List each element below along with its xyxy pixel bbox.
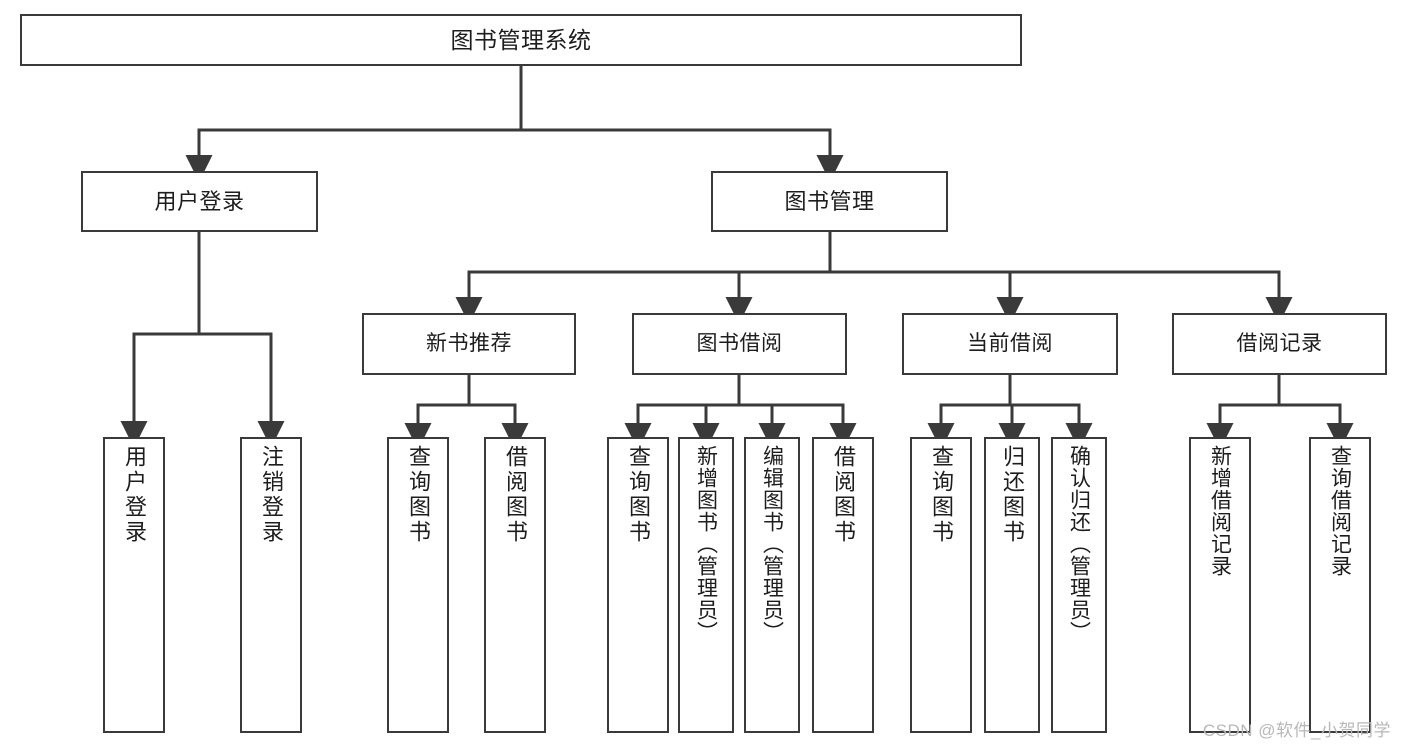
node-leaf-borrow-book-2-label: 借阅图书 — [831, 445, 856, 545]
node-book-manage-label: 图书管理 — [784, 188, 875, 214]
node-leaf-borrow-book-2[interactable]: 借阅图书 — [812, 437, 874, 733]
node-leaf-add-book-label: 新增图书（管理员） — [694, 445, 718, 643]
node-leaf-add-book[interactable]: 新增图书（管理员） — [678, 437, 734, 733]
node-leaf-query-book-3-label: 查询图书 — [929, 445, 954, 545]
node-new-book-recommend[interactable]: 新书推荐 — [362, 313, 576, 375]
node-leaf-query-book-1[interactable]: 查询图书 — [387, 437, 449, 733]
node-leaf-user-logout[interactable]: 注销登录 — [240, 437, 302, 733]
node-root[interactable]: 图书管理系统 — [20, 14, 1022, 66]
node-leaf-borrow-book-1[interactable]: 借阅图书 — [484, 437, 546, 733]
node-leaf-edit-book-label: 编辑图书（管理员） — [760, 445, 784, 643]
node-book-borrow[interactable]: 图书借阅 — [632, 313, 847, 375]
node-user-login-label: 用户登录 — [154, 188, 245, 214]
node-leaf-user-login[interactable]: 用户登录 — [103, 437, 165, 733]
node-leaf-return-book-label: 归还图书 — [1000, 445, 1025, 545]
node-new-book-recommend-label: 新书推荐 — [426, 331, 512, 355]
node-leaf-edit-book[interactable]: 编辑图书（管理员） — [744, 437, 800, 733]
node-user-login[interactable]: 用户登录 — [81, 171, 318, 232]
node-leaf-user-logout-label: 注销登录 — [259, 445, 284, 545]
node-borrow-record-label: 借阅记录 — [1236, 331, 1323, 355]
node-leaf-query-book-1-label: 查询图书 — [406, 445, 431, 545]
node-leaf-query-book-2[interactable]: 查询图书 — [607, 437, 669, 733]
csdn-watermark: CSDN @软件_小贺同学 — [1202, 721, 1391, 740]
node-leaf-borrow-book-1-label: 借阅图书 — [503, 445, 528, 545]
node-leaf-add-record[interactable]: 新增借阅记录 — [1189, 437, 1251, 733]
node-leaf-query-book-2-label: 查询图书 — [626, 445, 651, 545]
node-root-label: 图书管理系统 — [450, 26, 592, 53]
node-leaf-query-record-label: 查询借阅记录 — [1328, 445, 1352, 577]
node-leaf-query-record[interactable]: 查询借阅记录 — [1309, 437, 1371, 733]
node-leaf-add-record-label: 新增借阅记录 — [1208, 445, 1232, 577]
node-current-borrow[interactable]: 当前借阅 — [902, 313, 1118, 375]
node-book-manage[interactable]: 图书管理 — [711, 171, 948, 232]
node-leaf-user-login-label: 用户登录 — [122, 445, 147, 545]
node-leaf-query-book-3[interactable]: 查询图书 — [910, 437, 972, 733]
node-leaf-confirm-return[interactable]: 确认归还（管理员） — [1051, 437, 1107, 733]
node-book-borrow-label: 图书借阅 — [696, 331, 783, 355]
node-leaf-return-book[interactable]: 归还图书 — [984, 437, 1040, 733]
node-leaf-confirm-return-label: 确认归还（管理员） — [1067, 445, 1091, 643]
node-current-borrow-label: 当前借阅 — [967, 331, 1053, 355]
node-borrow-record[interactable]: 借阅记录 — [1172, 313, 1387, 375]
